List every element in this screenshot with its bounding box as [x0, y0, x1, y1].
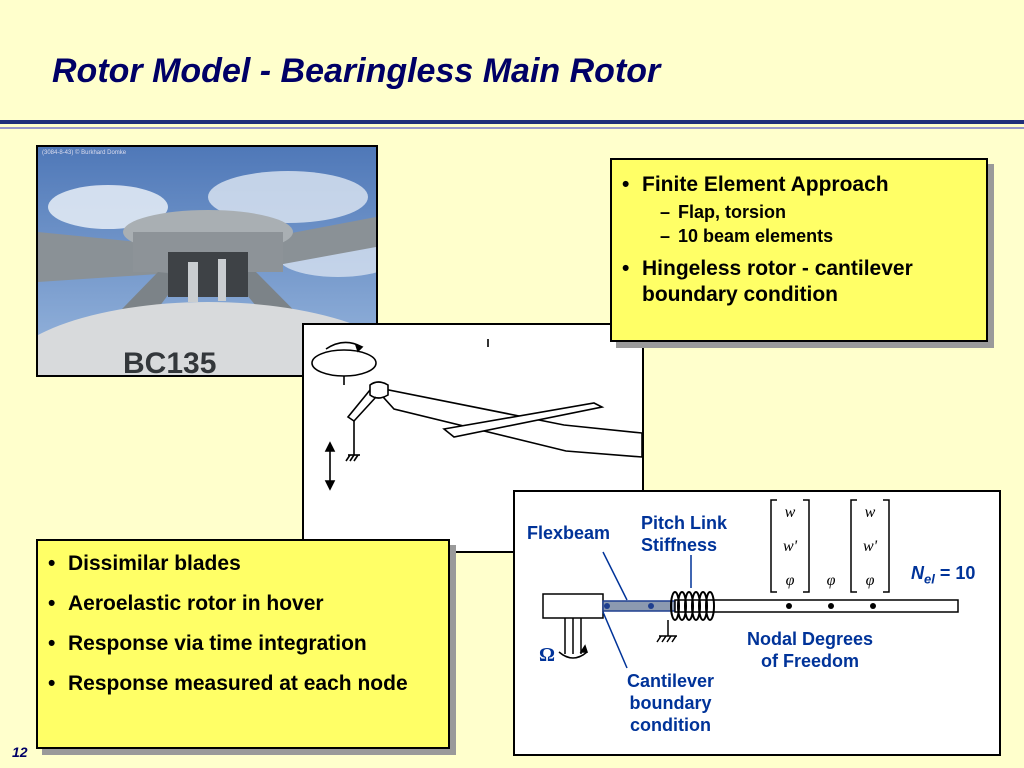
pitch-link-label: Pitch Link Stiffness [641, 512, 727, 556]
nodal-dof-line2: of Freedom [761, 651, 860, 671]
bullet-finite-element-text: Finite Element Approach [642, 173, 889, 196]
sub-list: Flap, torsion 10 beam elements [660, 200, 972, 248]
matrix1-w-prime: w' [782, 538, 798, 555]
flexbeam-label: Flexbeam [527, 523, 611, 543]
nodal-matrix-1: w w' φ [775, 496, 805, 598]
note-simulation: Dissimilar blades Aeroelastic rotor in h… [36, 539, 450, 749]
beam-model-drawing [542, 499, 959, 669]
bullet-finite-element: Finite Element Approach Flap, torsion 10… [622, 172, 972, 248]
note-sim-list: Dissimilar blades Aeroelastic rotor in h… [48, 551, 434, 697]
sub-bullet-flap-torsion: Flap, torsion [660, 200, 972, 224]
bullet-dissimilar-blades: Dissimilar blades [48, 551, 434, 577]
nel-label: Nel = 10 [911, 562, 975, 591]
slide-title: Rotor Model - Bearingless Main Rotor [52, 52, 661, 90]
bullet-aeroelastic-rotor: Aeroelastic rotor in hover [48, 591, 434, 617]
rotor-photo: BC135 (3084-8-43) © Burkhard Domke [36, 145, 378, 377]
title-rule-thin [0, 127, 1024, 129]
nel-symbol: N [911, 563, 924, 583]
nodal-dof-line1: Nodal Degrees [747, 629, 874, 649]
note-fea-list: Finite Element Approach Flap, torsion 10… [622, 172, 972, 308]
matrix2-w: w [864, 504, 876, 521]
cantilever-line3: condition [630, 715, 712, 735]
fuselage-text: BC135 [123, 347, 216, 375]
title-rule-thick [0, 120, 1024, 124]
note-finite-element: Finite Element Approach Flap, torsion 10… [610, 158, 988, 342]
nel-value: = 10 [939, 563, 976, 583]
beam-model-diagram: Flexbeam Pitch Link Stiffness w w' φ φ w… [513, 490, 1001, 756]
photo-caption: (3084-8-43) © Burkhard Domke [42, 150, 127, 156]
sub-bullet-beam-elements: 10 beam elements [660, 224, 972, 248]
bullet-response-measured: Response measured at each node [48, 671, 434, 697]
cantilever-line2: boundary [629, 693, 712, 713]
page-number: 12 [12, 744, 28, 760]
nodal-matrix-2: w w' φ [855, 496, 885, 598]
matrix1-phi: φ [785, 572, 795, 589]
pitch-link-line2: Stiffness [641, 535, 718, 555]
nodal-single-phi: φ [816, 564, 846, 598]
rotor-sketch-drawing [311, 339, 642, 491]
single-phi: φ [826, 572, 836, 589]
bullet-time-integration: Response via time integration [48, 631, 434, 657]
pitch-link-line1: Pitch Link [641, 513, 728, 533]
bullet-hingeless-rotor: Hingeless rotor - cantilever boundary co… [622, 256, 972, 308]
matrix1-w: w [784, 504, 796, 521]
nodal-dof-label: Nodal Degrees of Freedom [747, 628, 873, 672]
omega-symbol: Ω [539, 644, 556, 666]
matrix2-phi: φ [865, 572, 875, 589]
rotor-photo-illustration: BC135 [38, 147, 376, 375]
matrix2-w-prime: w' [862, 538, 878, 555]
cantilever-label: Cantilever boundary condition [627, 670, 714, 736]
nel-subscript: el [924, 571, 935, 587]
cantilever-line1: Cantilever [627, 671, 715, 691]
